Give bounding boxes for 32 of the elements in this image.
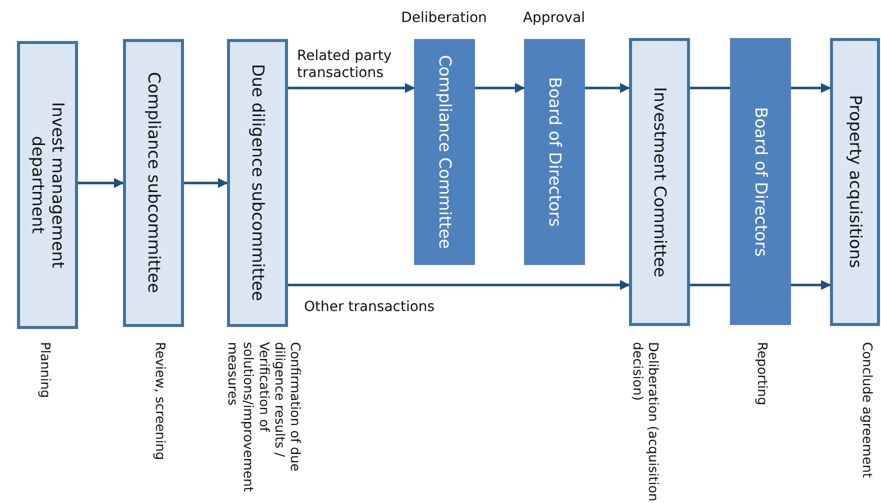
arrow <box>791 83 831 93</box>
arrow <box>184 178 228 188</box>
box-label: Due diligence subcommittee <box>248 64 268 302</box>
process-box <box>17 41 78 329</box>
box-label: Invest management department <box>28 100 68 270</box>
step-caption: Planning <box>36 342 52 400</box>
arrow <box>585 83 630 93</box>
box-label: Board of Directors <box>544 77 564 227</box>
step-caption: Confirmation of due diligence results / Verification of solutions/improvement measures <box>224 342 302 494</box>
box-label: Board of Directors <box>750 106 770 256</box>
process-box <box>524 39 585 265</box>
process-box <box>123 39 184 327</box>
process-box <box>730 38 791 325</box>
box-label: Property acquisitions <box>845 95 865 269</box>
arrow <box>288 83 415 93</box>
arrow <box>288 280 630 290</box>
step-caption: Approval <box>522 10 586 26</box>
process-box <box>629 38 690 326</box>
step-caption: Deliberation <box>401 10 487 26</box>
box-label: Investment Committee <box>650 86 670 278</box>
arrow <box>475 83 525 93</box>
process-box <box>414 39 475 265</box>
step-caption: Conclude agreement <box>858 342 874 480</box>
box-label: Compliance subcommittee <box>144 72 164 294</box>
step-caption: Reporting <box>753 342 769 408</box>
process-box <box>227 39 288 327</box>
arrow <box>78 178 124 188</box>
step-caption: Deliberation (acquisition decision) <box>628 342 660 502</box>
arrow <box>791 280 831 290</box>
process-box <box>830 38 880 326</box>
step-caption: Review, screening <box>151 342 167 462</box>
box-label: Compliance Committee <box>434 55 454 249</box>
